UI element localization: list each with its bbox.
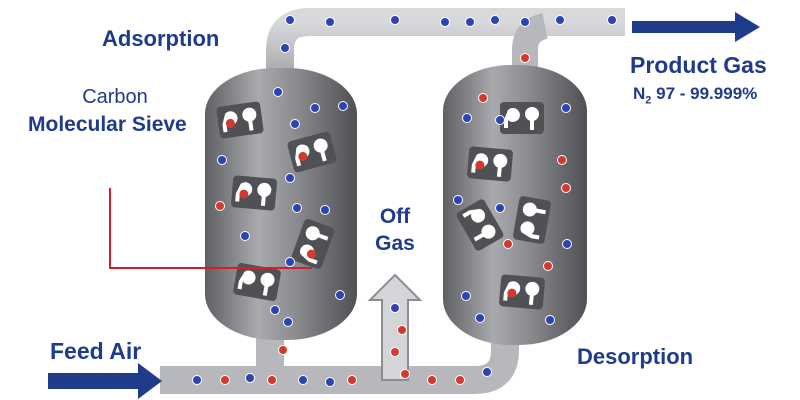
nitrogen-molecule — [390, 303, 400, 313]
nitrogen-molecule — [285, 257, 295, 267]
sieve-block — [233, 263, 281, 301]
nitrogen-molecule — [310, 103, 320, 113]
oxygen-molecule — [390, 347, 400, 357]
nitrogen-molecule — [555, 15, 565, 25]
oxygen-molecule — [478, 93, 488, 103]
oxygen-molecule — [347, 375, 357, 385]
nitrogen-molecule — [292, 203, 302, 213]
sieve-block — [513, 196, 551, 244]
molecules — [192, 15, 617, 387]
nitrogen-molecule — [280, 43, 290, 53]
nitrogen-molecule — [545, 315, 555, 325]
nitrogen-molecule — [270, 305, 280, 315]
desorption-vessel — [443, 65, 587, 345]
oxygen-molecule — [397, 325, 407, 335]
oxygen-molecule — [557, 155, 567, 165]
oxygen-molecule — [427, 375, 437, 385]
nitrogen-molecule — [283, 317, 293, 327]
nitrogen-molecule — [290, 119, 300, 129]
molecular-sieve-label: Molecular Sieve — [28, 113, 187, 136]
nitrogen-molecule — [273, 87, 283, 97]
sieve-block — [287, 131, 337, 173]
nitrogen-molecule — [462, 113, 472, 123]
sieve-pointer-line — [109, 188, 312, 269]
n2-subscript: 2 — [645, 94, 652, 107]
nitrogen-molecule — [453, 195, 463, 205]
oxygen-molecule — [215, 201, 225, 211]
purity-range: 97 - 99.999% — [651, 84, 758, 103]
oxygen-molecule — [267, 375, 277, 385]
nitrogen-molecule — [490, 15, 500, 25]
nitrogen-molecule — [325, 377, 335, 387]
top-pipe — [266, 8, 625, 80]
sieve-block — [456, 199, 504, 251]
nitrogen-molecule — [607, 15, 617, 25]
nitrogen-molecule — [475, 313, 485, 323]
purity-label: N2 97 - 99.999% — [633, 84, 757, 106]
nitrogen-molecule — [245, 373, 255, 383]
nitrogen-molecule — [495, 203, 505, 213]
carbon-label: Carbon — [82, 86, 148, 108]
nitrogen-molecule — [335, 290, 345, 300]
oxygen-molecule — [520, 53, 530, 63]
nitrogen-molecule — [285, 173, 295, 183]
nitrogen-molecule — [562, 239, 572, 249]
nitrogen-molecule — [298, 375, 308, 385]
n2-prefix: N — [633, 84, 646, 103]
nitrogen-molecule — [390, 15, 400, 25]
sieve-block — [216, 101, 264, 139]
sieve-block — [291, 218, 335, 270]
desorption-label: Desorption — [577, 344, 694, 369]
nitrogen-molecule — [338, 101, 348, 111]
oxygen-molecule — [400, 369, 410, 379]
nitrogen-molecule — [465, 17, 475, 27]
nitrogen-molecule — [495, 115, 505, 125]
nitrogen-molecule — [217, 155, 227, 165]
off-label: Off — [379, 205, 411, 228]
nitrogen-molecule — [482, 367, 492, 377]
nitrogen-molecule — [192, 375, 202, 385]
sieve-block — [499, 274, 545, 310]
nitrogen-molecule — [520, 17, 530, 27]
feed-air-label: Feed Air — [50, 338, 142, 364]
oxygen-molecule — [220, 375, 230, 385]
off-gas-arrow — [367, 273, 423, 381]
oxygen-molecule — [561, 183, 571, 193]
oxygen-molecule — [278, 345, 288, 355]
right-riser-pipe — [512, 13, 549, 80]
gas-label: Gas — [375, 232, 415, 255]
nitrogen-molecule — [285, 15, 295, 25]
oxygen-molecule — [455, 375, 465, 385]
nitrogen-molecule — [325, 17, 335, 27]
feed-air-arrow — [48, 363, 162, 399]
nitrogen-molecule — [561, 103, 571, 113]
oxygen-molecule — [543, 261, 553, 271]
bottom-pipe — [160, 330, 519, 394]
nitrogen-molecule — [320, 205, 330, 215]
sieve-block — [231, 175, 277, 211]
adsorption-label: Adsorption — [102, 26, 220, 51]
sieve-blocks — [216, 101, 551, 310]
sieve-block — [467, 146, 513, 182]
product-gas-arrow — [632, 12, 760, 42]
oxygen-molecule — [503, 239, 513, 249]
nitrogen-molecule — [440, 17, 450, 27]
sieve-block — [500, 102, 544, 134]
nitrogen-molecule — [461, 291, 471, 301]
product-gas-label: Product Gas — [630, 52, 767, 78]
nitrogen-molecule — [240, 231, 250, 241]
